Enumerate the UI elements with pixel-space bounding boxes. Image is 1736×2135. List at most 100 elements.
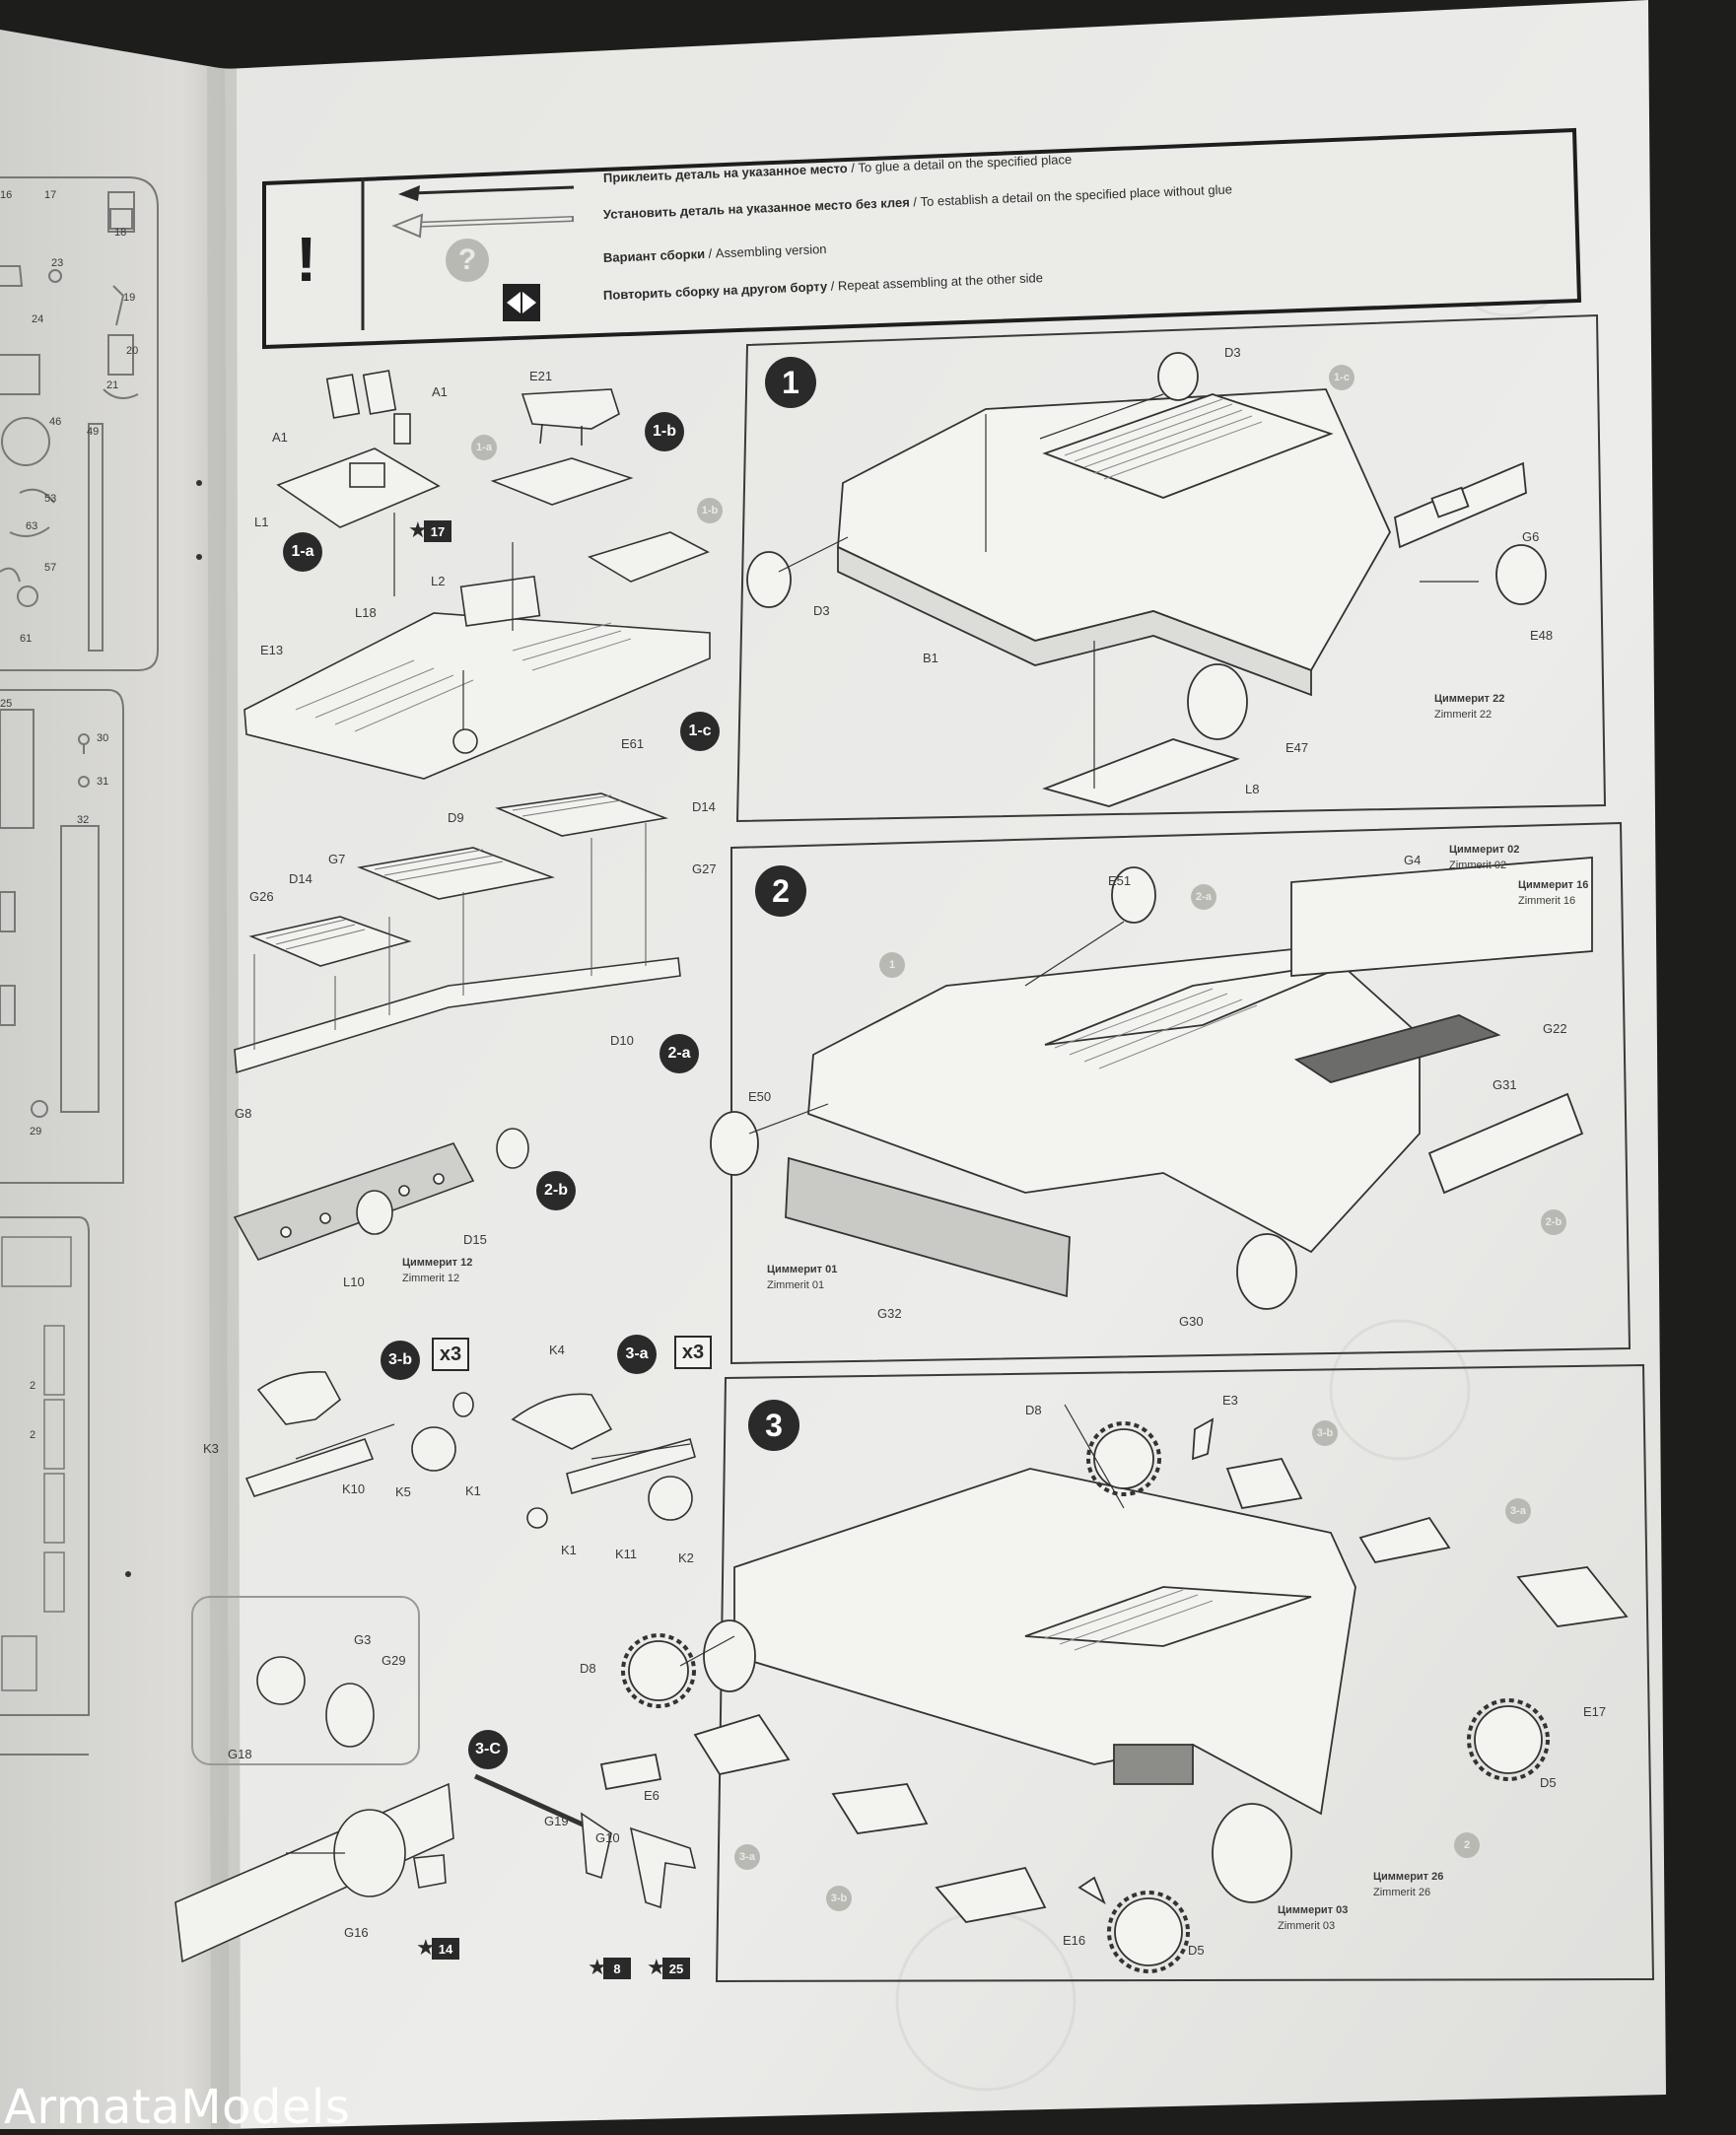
step-2a-badge: 2-a	[660, 1034, 699, 1073]
part-label: K10	[342, 1481, 366, 1496]
part-label: E48	[1530, 628, 1554, 643]
ref-badge: 2	[1454, 1832, 1480, 1858]
paint-ref-17: ★17	[406, 517, 451, 544]
ref-badge: 1-a	[471, 435, 497, 460]
sprue-number: 30	[97, 732, 109, 744]
part-label: G8	[235, 1106, 252, 1121]
ref-badge: 3-b	[826, 1886, 852, 1911]
part-label: L8	[1245, 782, 1260, 796]
part-label: E21	[529, 369, 553, 383]
sprue-number: 61	[20, 633, 33, 645]
part-label: E17	[1583, 1704, 1607, 1719]
sprue-number: 57	[44, 562, 57, 574]
sprue-number: 2	[30, 1429, 36, 1441]
watermark: ArmataModels	[4, 2080, 351, 2135]
part-label: G31	[1493, 1077, 1517, 1092]
part-label: G4	[1404, 853, 1422, 867]
ref-badge: 1	[879, 952, 905, 978]
paint-ref-14: ★14	[414, 1934, 459, 1962]
part-label: E16	[1063, 1933, 1086, 1948]
part-label: E47	[1285, 740, 1309, 755]
zimmerit-01-en: Zimmerit 01	[767, 1279, 825, 1291]
ref-badge: 1-b	[697, 498, 723, 523]
part-label: L2	[431, 574, 446, 588]
question-icon: ?	[446, 239, 489, 282]
zimmerit-26-ru: Циммерит 26	[1373, 1871, 1444, 1883]
step-3c-badge: 3-C	[468, 1730, 508, 1769]
part-label: K4	[549, 1343, 565, 1357]
part-label: G18	[228, 1747, 252, 1761]
part-label: D9	[448, 810, 464, 825]
part-label: A1	[432, 384, 448, 399]
part-label: L1	[254, 515, 269, 529]
part-label: K3	[203, 1441, 219, 1456]
step-3a-badge: 3-a	[617, 1335, 657, 1374]
part-label: L10	[343, 1274, 365, 1289]
part-label: E61	[621, 736, 645, 751]
part-label: E6	[644, 1788, 660, 1803]
part-label: D5	[1540, 1775, 1557, 1790]
part-label: G27	[692, 861, 717, 876]
zimmerit-12-ru: Циммерит 12	[402, 1257, 473, 1269]
part-label: D15	[463, 1232, 487, 1247]
sprue-number: 29	[30, 1126, 42, 1137]
part-label: A1	[272, 430, 288, 445]
sprue-number: 16	[0, 189, 13, 201]
part-label: G29	[382, 1653, 406, 1668]
part-label: G6	[1522, 529, 1540, 544]
zimmerit-02-ru: Циммерит 02	[1449, 844, 1520, 856]
part-label: G30	[1179, 1314, 1204, 1329]
step-3b-badge: 3-b	[381, 1341, 420, 1380]
ref-badge: 3-b	[1312, 1420, 1338, 1446]
step-2b-badge: 2-b	[536, 1171, 576, 1210]
warning-symbol: !	[296, 224, 317, 295]
zimmerit-26-en: Zimmerit 26	[1373, 1887, 1431, 1898]
paint-ref-8: ★8	[586, 1954, 631, 1981]
step-1b-badge: 1-b	[645, 412, 684, 451]
part-label: D8	[1025, 1403, 1042, 1417]
zimmerit-02-en: Zimmerit 02	[1449, 860, 1507, 871]
part-label: D3	[813, 603, 830, 618]
repeat-x3-box: x3	[432, 1338, 469, 1371]
zimmerit-16-ru: Циммерит 16	[1518, 879, 1589, 891]
ref-badge: 3-a	[734, 1844, 760, 1870]
step-2-badge: 2	[755, 865, 806, 917]
sprue-number: 2	[30, 1380, 36, 1392]
sprue-number: 20	[126, 345, 139, 357]
zimmerit-03-en: Zimmerit 03	[1278, 1920, 1336, 1932]
step-3-badge: 3	[748, 1400, 799, 1451]
part-label: K1	[465, 1483, 481, 1498]
part-label: K2	[678, 1550, 694, 1565]
sprue-diagram	[0, 176, 159, 1756]
part-label: D5	[1188, 1943, 1205, 1958]
part-label: E13	[260, 643, 284, 657]
sprue-number: 19	[123, 292, 136, 304]
sprue-number: 24	[32, 313, 44, 325]
part-label: G16	[344, 1925, 369, 1940]
sprue-number: 31	[97, 776, 109, 788]
sprue-number: 63	[26, 520, 38, 532]
sprue-number: 23	[51, 257, 64, 269]
ref-badge: 1-c	[1329, 365, 1354, 390]
part-label: D10	[610, 1033, 634, 1048]
part-label: G32	[877, 1306, 902, 1321]
part-label: E51	[1108, 873, 1132, 888]
zimmerit-22-ru: Циммерит 22	[1434, 693, 1505, 705]
part-label: G19	[544, 1814, 569, 1828]
ref-badge: 3-a	[1505, 1498, 1531, 1524]
part-label: D3	[1224, 345, 1241, 360]
zimmerit-12-en: Zimmerit 12	[402, 1273, 460, 1284]
sprue-number: 18	[114, 227, 127, 239]
part-label: G22	[1543, 1021, 1567, 1036]
zimmerit-01-ru: Циммерит 01	[767, 1264, 838, 1275]
sprue-number: 17	[44, 189, 57, 201]
sprue-number: 21	[106, 379, 119, 391]
ref-badge: 2-b	[1541, 1209, 1566, 1235]
zimmerit-03-ru: Циммерит 03	[1278, 1904, 1349, 1916]
repeat-x3-box: x3	[674, 1336, 712, 1369]
part-label: G10	[595, 1830, 620, 1845]
part-label: G26	[249, 889, 274, 904]
